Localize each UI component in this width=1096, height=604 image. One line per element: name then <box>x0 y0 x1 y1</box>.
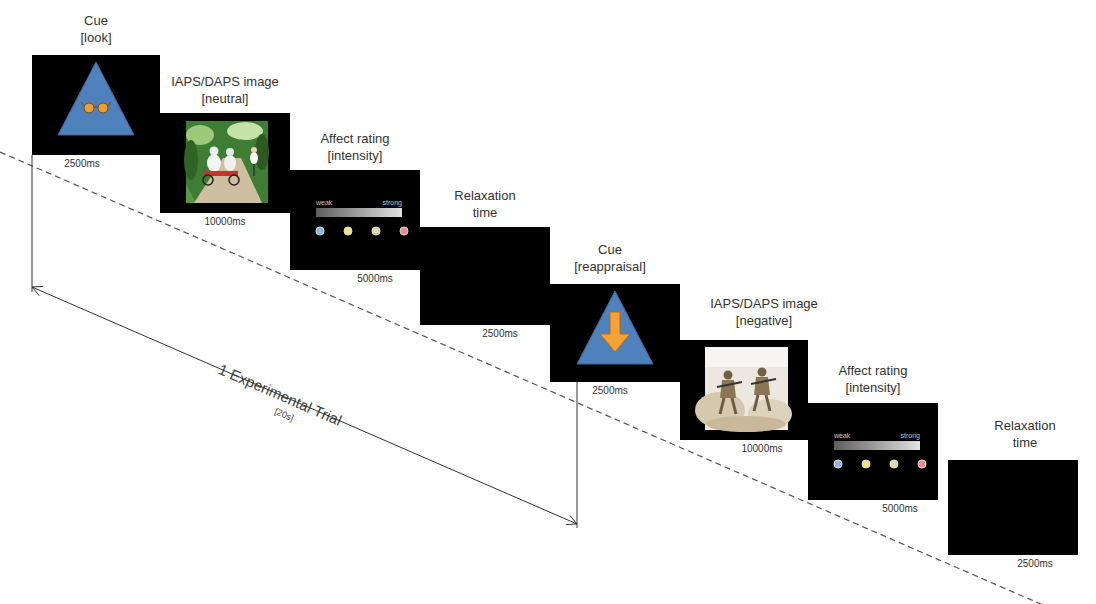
duration-label: 2500ms <box>1017 558 1053 570</box>
text-slot: 5000ms <box>357 273 393 285</box>
photo-cyclists <box>251 147 257 153</box>
photo-soldiers <box>758 368 767 377</box>
screen: Relaxation time2500ms <box>420 227 550 325</box>
glasses-icon <box>81 102 84 106</box>
trial-bracket <box>566 515 577 524</box>
text-slot: IAPS/DAPS image [negative] <box>704 295 824 330</box>
photo-soldiers <box>754 395 758 411</box>
photo-cyclists <box>250 152 258 164</box>
rating-dot <box>344 227 352 235</box>
rating-scale <box>834 441 920 450</box>
glasses-icon <box>81 102 111 113</box>
scale-label: strong <box>901 432 920 440</box>
text-slot: 2500ms <box>592 385 628 397</box>
photo-soldiers <box>720 398 724 414</box>
text-slot: weak <box>834 432 850 440</box>
scale-label: weak <box>316 199 332 207</box>
photo-cyclists <box>224 155 236 171</box>
photo-cyclists <box>203 175 213 185</box>
photo-cyclists <box>184 121 269 203</box>
text-slot: 2500ms <box>64 158 100 170</box>
duration-label: 5000ms <box>357 273 393 285</box>
rating-dot <box>316 227 324 235</box>
glasses-icon <box>108 102 111 106</box>
screen: Affect rating [intensity]weakstrong5000m… <box>808 403 938 500</box>
photo-cyclists <box>207 154 221 172</box>
rating-scale <box>316 208 402 217</box>
text-slot: strong <box>383 199 402 207</box>
text-slot: 10000ms <box>741 443 782 455</box>
screen-heading: IAPS/DAPS image [negative] <box>704 295 824 330</box>
text-slot: 10000ms <box>204 216 245 228</box>
arrow-icon <box>600 312 630 352</box>
screen-heading: Relaxation time <box>990 417 1060 452</box>
duration-label: 5000ms <box>882 503 918 515</box>
screen-heading: Relaxation time <box>450 187 520 222</box>
text-slot: IAPS/DAPS image [neutral] <box>165 73 285 108</box>
photo-cyclists <box>186 184 196 203</box>
photo-soldiers <box>732 398 736 414</box>
photo-soldiers <box>706 416 786 432</box>
text-slot: weak <box>316 199 332 207</box>
duration-label: 10000ms <box>741 443 782 455</box>
photo-cyclists <box>227 122 263 140</box>
duration-label: 2500ms <box>64 158 100 170</box>
text-slot: Cue [look] <box>71 12 121 47</box>
rating-dot <box>834 460 842 468</box>
rating-scale <box>316 208 402 217</box>
photo-soldiers <box>695 347 792 432</box>
text-slot: 2500ms <box>1017 558 1053 570</box>
glasses-icon <box>98 103 108 113</box>
arrow-icon <box>600 312 630 352</box>
trial-bracket <box>32 286 43 295</box>
photo-soldiers <box>717 382 742 387</box>
photo-cyclists <box>255 134 269 170</box>
trial-bracket <box>32 155 33 292</box>
rating-dot <box>918 460 926 468</box>
screen-heading: Cue [look] <box>71 12 121 47</box>
photo-cyclists <box>229 175 239 185</box>
photo-soldiers <box>705 347 788 367</box>
text-slot: Affect rating [intensity] <box>313 130 398 165</box>
text-slot: Cue [reappraisal] <box>568 241 653 276</box>
duration-label: 10000ms <box>204 216 245 228</box>
scale-label: strong <box>383 199 402 207</box>
text-slot: Relaxation time <box>990 417 1060 452</box>
rating-dot <box>400 227 408 235</box>
rating-scale <box>834 441 920 450</box>
rating-dot <box>890 460 898 468</box>
duration-label: 2500ms <box>592 385 628 397</box>
text-slot: 2500ms <box>482 328 518 340</box>
screen-heading: Affect rating [intensity] <box>313 130 398 165</box>
screen-heading: Cue [reappraisal] <box>568 241 653 276</box>
photo-cyclists <box>184 140 198 180</box>
duration-label: 2500ms <box>482 328 518 340</box>
rating-dot <box>862 460 870 468</box>
photo-soldiers <box>751 379 776 384</box>
timeline-dashed-line <box>0 152 1096 604</box>
scale-label: weak <box>834 432 850 440</box>
text-slot: Affect rating [intensity] <box>831 362 916 397</box>
photo-cyclists <box>186 121 268 203</box>
screen-heading: Affect rating [intensity] <box>831 362 916 397</box>
timeline-dashed-line <box>0 152 1096 604</box>
text-slot: strong <box>901 432 920 440</box>
screen-heading: IAPS/DAPS image [neutral] <box>165 73 285 108</box>
screen: Affect rating [intensity]weakstrong5000m… <box>290 170 420 270</box>
photo-soldiers <box>766 395 770 411</box>
glasses-icon <box>94 107 98 108</box>
photo-cyclists <box>210 147 219 156</box>
trial-bracket <box>32 155 577 528</box>
rating-dot <box>372 227 380 235</box>
photo-cyclists <box>253 164 255 176</box>
screen: Relaxation time2500ms <box>948 460 1078 555</box>
glasses-icon <box>84 103 94 113</box>
trial-bracket <box>577 382 578 528</box>
photo-soldiers <box>724 371 733 380</box>
text-slot: Relaxation time <box>450 187 520 222</box>
text-slot: 5000ms <box>882 503 918 515</box>
photo-cyclists <box>226 148 234 156</box>
